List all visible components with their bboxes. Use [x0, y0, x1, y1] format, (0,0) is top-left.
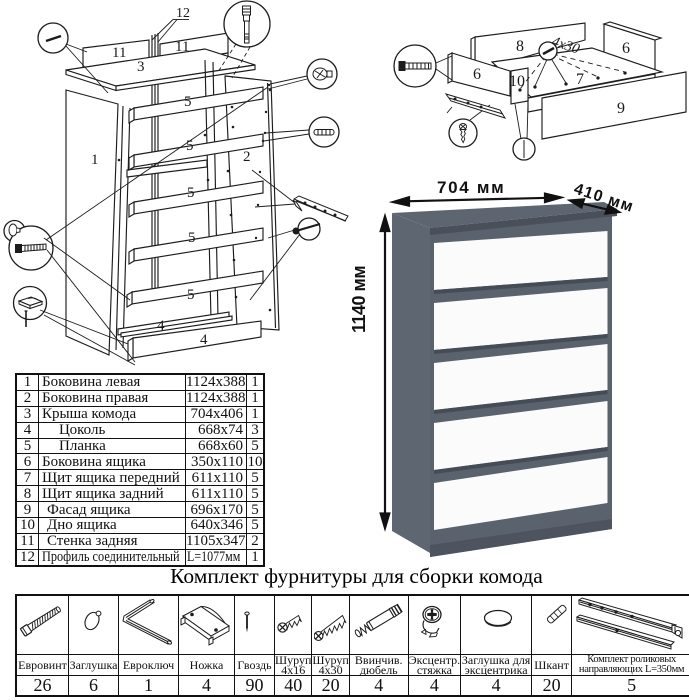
svg-text:3: 3: [137, 59, 145, 75]
svg-text:5: 5: [184, 94, 192, 110]
svg-text:704 мм: 704 мм: [437, 178, 505, 197]
svg-text:6: 6: [622, 40, 630, 57]
svg-text:9: 9: [617, 100, 625, 117]
svg-text:11: 11: [112, 45, 126, 61]
svg-text:11: 11: [175, 39, 189, 55]
svg-text:4: 4: [157, 318, 165, 334]
svg-text:1: 1: [91, 152, 99, 168]
svg-text:4: 4: [200, 332, 208, 348]
svg-text:5: 5: [187, 287, 195, 303]
svg-text:6: 6: [473, 66, 481, 83]
svg-text:5: 5: [186, 138, 194, 154]
svg-text:1140 мм: 1140 мм: [349, 266, 369, 333]
svg-text:8: 8: [516, 38, 524, 55]
svg-text:2: 2: [243, 149, 251, 165]
svg-text:12: 12: [176, 6, 190, 21]
svg-text:10: 10: [509, 73, 525, 90]
svg-text:7: 7: [576, 71, 584, 88]
svg-text:5: 5: [187, 185, 195, 201]
svg-text:5: 5: [188, 230, 196, 246]
